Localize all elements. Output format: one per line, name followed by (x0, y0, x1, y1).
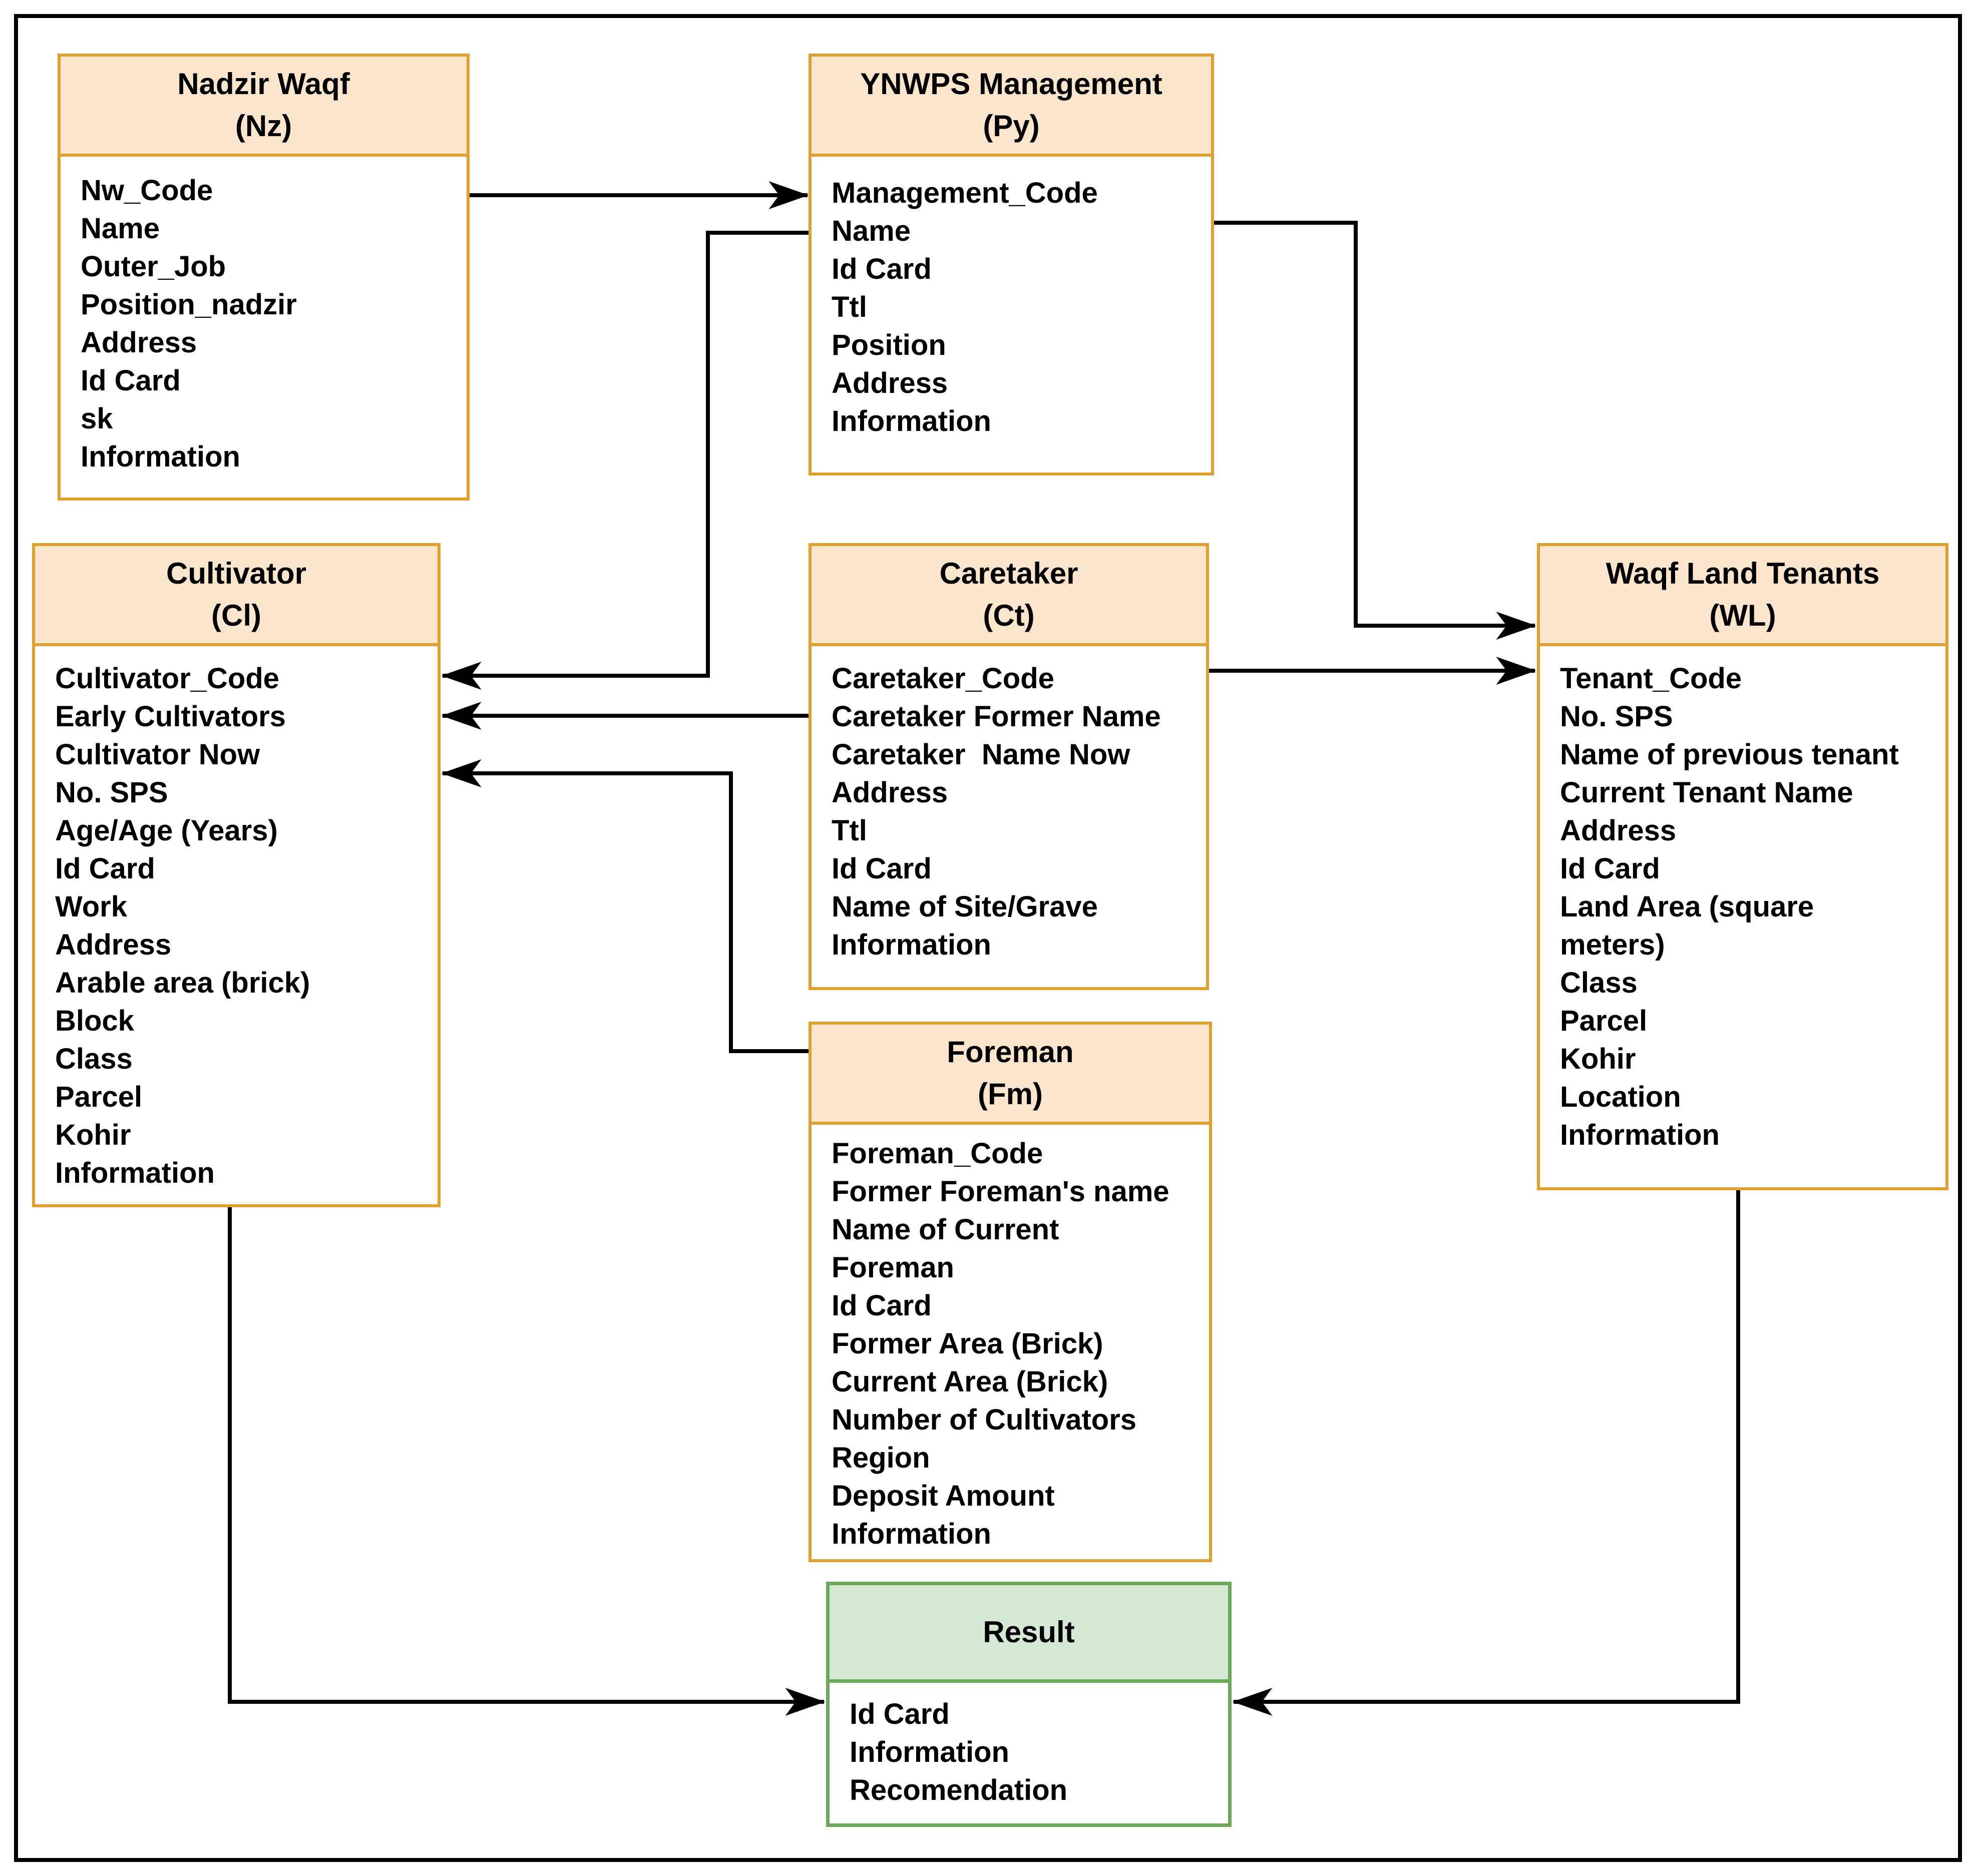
entity-header: Nadzir Waqf (Nz) (61, 57, 467, 157)
field-row: Deposit Amount (832, 1480, 1055, 1512)
field-row: Cultivator Now (55, 738, 260, 771)
field-row: Block (55, 1005, 134, 1037)
field-row: Parcel (1560, 1005, 1648, 1037)
entity-title: Waqf Land Tenants (1606, 557, 1880, 590)
entity-header: Foreman (Fm) (812, 1025, 1209, 1125)
field-row: Outer_Job (81, 250, 226, 283)
field-row: Current Tenant Name (1560, 776, 1853, 809)
entity-title: Result (983, 1615, 1075, 1649)
field-row: Location (1560, 1081, 1681, 1113)
entity-code: (Nz) (235, 109, 292, 143)
field-row: Cultivator_Code (55, 662, 279, 695)
field-row: Name of Current Foreman (832, 1213, 1067, 1284)
field-row: Address (55, 928, 172, 961)
field-row: Position (832, 329, 946, 361)
entity-title: Caretaker (939, 557, 1078, 590)
entity-title: Cultivator (166, 557, 307, 590)
entity-code: (Ct) (983, 599, 1035, 632)
field-row: Id Card (832, 852, 932, 885)
field-row: Class (1560, 967, 1638, 999)
entity-header: YNWPS Management (Py) (812, 57, 1211, 157)
entity-header: Result (830, 1585, 1228, 1683)
field-row: Nw_Code (81, 174, 213, 207)
field-row: Information (832, 1518, 991, 1550)
field-row: Id Card (1560, 852, 1660, 885)
field-row: Ttl (832, 291, 867, 323)
field-row: Name of previous tenant (1560, 738, 1899, 771)
field-row: Information (55, 1157, 215, 1189)
field-row: Recomendation (850, 1774, 1068, 1806)
field-row: Early Cultivators (55, 700, 286, 733)
field-row: Work (55, 890, 127, 923)
field-row: Age/Age (Years) (55, 814, 278, 847)
field-row: Caretaker Name Now (832, 738, 1130, 771)
field-row: Information (832, 405, 991, 437)
field-row: Class (55, 1043, 133, 1075)
field-row: Management_Code (832, 177, 1098, 209)
field-row: Region (832, 1442, 930, 1474)
field-row: Information (1560, 1119, 1720, 1151)
field-row: Ttl (832, 814, 867, 847)
field-row: Id Card (55, 852, 155, 885)
field-row: Address (832, 776, 948, 809)
field-row: Position_nadzir (81, 288, 297, 321)
entity-code: (Cl) (211, 599, 261, 632)
entity-code: (Py) (983, 109, 1040, 143)
field-row: Foreman_Code (832, 1137, 1043, 1170)
field-row: Kohir (1560, 1043, 1636, 1075)
field-row: Address (832, 367, 948, 399)
field-row: sk (81, 402, 113, 435)
field-row: Address (81, 326, 197, 359)
entity-header: Waqf Land Tenants (WL) (1540, 546, 1945, 646)
field-row: Former Area (Brick) (832, 1327, 1103, 1360)
field-row: Kohir (55, 1119, 131, 1151)
entity-title: Foreman (947, 1035, 1074, 1069)
field-row: Name of Site/Grave (832, 890, 1098, 923)
field-row: No. SPS (55, 776, 168, 809)
field-row: No. SPS (1560, 700, 1673, 733)
field-row: Information (850, 1736, 1009, 1768)
entity-code: (WL) (1709, 599, 1776, 632)
entity-header: Caretaker (Ct) (812, 546, 1206, 646)
field-row: Former Foreman's name (832, 1175, 1169, 1208)
field-row: Parcel (55, 1081, 143, 1113)
entity-header: Cultivator (Cl) (35, 546, 438, 646)
entity-code: (Fm) (978, 1077, 1043, 1111)
field-row: Arable area (brick) (55, 967, 310, 999)
field-row: Current Area (Brick) (832, 1365, 1108, 1398)
field-row: Land Area (square meters) (1560, 890, 1822, 961)
field-row: Id Card (832, 253, 932, 285)
field-row: Id Card (81, 364, 181, 397)
page-border (14, 14, 1962, 1862)
field-row: Number of Cultivators (832, 1403, 1137, 1436)
field-row: Caretaker_Code (832, 662, 1054, 695)
field-row: Information (81, 440, 240, 473)
field-row: Information (832, 928, 991, 961)
field-row: Caretaker Former Name (832, 700, 1161, 733)
entity-title: Nadzir Waqf (177, 67, 350, 101)
field-row: Id Card (850, 1698, 950, 1730)
field-row: Tenant_Code (1560, 662, 1742, 695)
field-row: Address (1560, 814, 1677, 847)
field-row: Name (832, 215, 911, 247)
field-row: Name (81, 212, 160, 245)
entity-title: YNWPS Management (860, 67, 1162, 101)
field-row: Id Card (832, 1289, 932, 1322)
